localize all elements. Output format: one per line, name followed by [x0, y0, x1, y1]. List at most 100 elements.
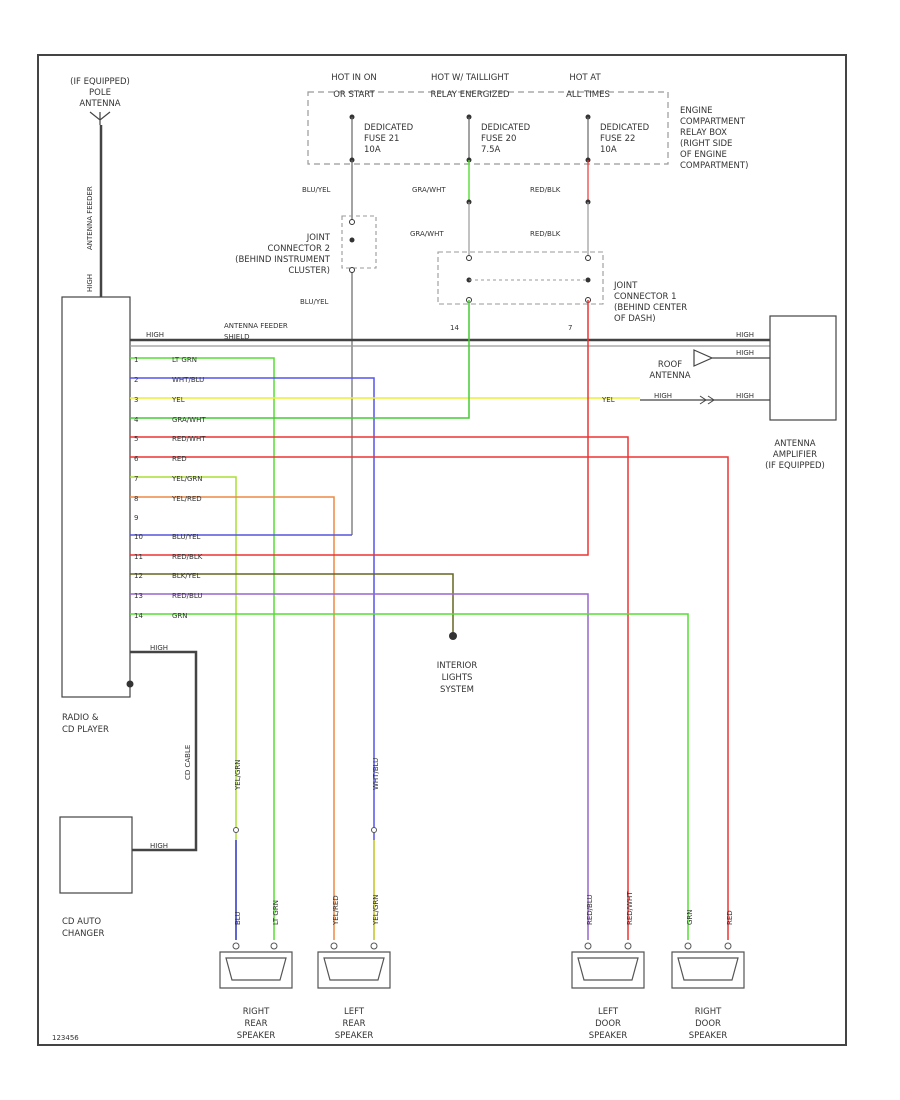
joint-connector-2: JOINT CONNECTOR 2 (BEHIND INSTRUMENT CLU…	[235, 215, 377, 276]
radio-ground-dot	[126, 680, 134, 688]
pin-3-wire: YEL	[171, 396, 185, 404]
joint1-dashed-box	[437, 251, 604, 305]
pin-7-wire: YEL/GRN	[171, 475, 202, 483]
ld-speaker-label-1: LEFT	[598, 1007, 619, 1017]
antenna-feeder-vert-label: ANTENNA FEEDER	[86, 186, 94, 250]
rr-speaker-label-1: RIGHT	[243, 1007, 270, 1017]
wire-row-6	[130, 456, 729, 940]
pin-11-wire: RED/BLK	[172, 553, 203, 561]
joint2-label-4: CLUSTER)	[288, 266, 330, 276]
lr-wire-label-a: WHT/BLU	[372, 758, 380, 790]
pin-6: 6	[134, 455, 139, 463]
fuse3-label-2: FUSE 22	[600, 134, 635, 144]
radio-pin-labels: 1 LT GRN 2 WHT/BLU 3 YEL 4 GRA/WHT 5 RED…	[134, 356, 615, 620]
wire-row-8	[130, 496, 335, 940]
lr-speaker-label-1: LEFT	[344, 1007, 365, 1017]
lr-speaker-icon	[317, 951, 391, 989]
changer-high-label: HIGH	[150, 842, 168, 850]
antenna-shield-label: SHIELD	[224, 333, 249, 341]
pole-antenna-label-2: POLE	[89, 88, 111, 98]
interior-lights-dot	[449, 632, 457, 640]
pin-7: 7	[134, 475, 138, 483]
pin-14-wire: GRN	[172, 612, 188, 620]
pin-12: 12	[134, 572, 143, 580]
engine-relay-label-6: COMPARTMENT)	[680, 161, 748, 171]
diagram-frame	[37, 54, 847, 1046]
engine-relay-label-2: COMPARTMENT	[680, 117, 746, 127]
rd-wire-label-b: RED	[726, 910, 734, 925]
amp-box	[769, 315, 837, 421]
wire-gra-wht-label-1: GRA/WHT	[412, 186, 446, 194]
pin-6-wire: RED	[172, 455, 187, 463]
pin-3: 3	[134, 396, 138, 404]
pin-13: 13	[134, 592, 143, 600]
hot-at-1: HOT AT	[569, 73, 601, 83]
fuse1-label-2: FUSE 21	[364, 134, 399, 144]
amp-label-3: (IF EQUIPPED)	[765, 461, 825, 471]
wire-row-2	[130, 377, 375, 940]
fuse1-label-1: DEDICATED	[364, 123, 414, 133]
radio-box	[61, 296, 131, 698]
cd-cable-label: CD CABLE	[184, 745, 192, 780]
lr-connector-dot	[371, 827, 377, 833]
joint2-label-2: CONNECTOR 2	[267, 244, 330, 254]
joint1-label-4: OF DASH)	[614, 314, 656, 324]
hot-in-on-1: HOT IN ON	[331, 73, 377, 83]
pole-antenna: (IF EQUIPPED) POLE ANTENNA ANTENNA FEEDE…	[70, 77, 130, 297]
speaker-wire-labels: YEL/GRN BLU LT GRN WHT/BLU YEL/RED YEL/G…	[234, 758, 734, 926]
radio-cd-high-label: HIGH	[150, 644, 168, 652]
ld-wire-label-a: RED/BLU	[586, 894, 594, 925]
footer-code: 123456	[52, 1034, 79, 1042]
rd-speaker-label-3: SPEAKER	[689, 1031, 728, 1041]
roof-high-label: HIGH	[736, 349, 754, 357]
roof-antenna-label-2: ANTENNA	[649, 371, 690, 381]
fuse3-label-1: DEDICATED	[600, 123, 650, 133]
joint-connector-1: JOINT CONNECTOR 1 (BEHIND CENTER OF DASH…	[437, 251, 687, 332]
roof-antenna-label-1: ROOF	[658, 360, 682, 370]
pin-5-wire: RED/WHT	[172, 435, 206, 443]
hot-tail-2: RELAY ENERGIZED	[430, 90, 510, 100]
pin-13-wire: RED/BLU	[172, 592, 203, 600]
antenna-high-label: HIGH	[86, 274, 94, 292]
wire-row-5	[130, 436, 629, 940]
antenna-feeder-h-label: ANTENNA FEEDER	[224, 322, 288, 330]
antenna-feeder-horizontal: HIGH ANTENNA FEEDER SHIELD HIGH	[130, 322, 770, 347]
wire-row-4	[130, 300, 470, 419]
amp-yel-label: YEL	[601, 396, 615, 404]
fuse3-label-3: 10A	[600, 145, 617, 155]
engine-relay-box: HOT IN ON OR START HOT W/ TAILLIGHT RELA…	[307, 73, 748, 171]
pin-14: 14	[134, 612, 143, 620]
rr-terminal-2	[270, 942, 278, 950]
pin-9: 9	[134, 514, 138, 522]
fuse2-label-2: FUSE 20	[481, 134, 516, 144]
hot-at-2: ALL TIMES	[566, 90, 610, 100]
rd-terminal-2	[724, 942, 732, 950]
pin-2-wire: WHT/BLU	[172, 376, 204, 384]
engine-relay-label-1: ENGINE	[680, 106, 713, 116]
pole-antenna-label-3: ANTENNA	[79, 99, 120, 109]
rd-speaker-label-1: RIGHT	[695, 1007, 722, 1017]
interior-lights-system: INTERIOR LIGHTS SYSTEM	[437, 661, 478, 695]
joint1-pin-14-label: 14	[450, 324, 459, 332]
rd-terminal-1	[684, 942, 692, 950]
radio-label-2: CD PLAYER	[62, 725, 109, 735]
joint2-dashed-box	[341, 215, 377, 269]
amp-label-2: AMPLIFIER	[773, 450, 817, 460]
ld-speaker-label-2: DOOR	[595, 1019, 621, 1029]
pin-4: 4	[134, 416, 139, 424]
roof-antenna-icon	[693, 349, 770, 367]
pin-1-wire: LT GRN	[172, 356, 197, 364]
wire-blu-yel-label-upper: BLU/YEL	[302, 186, 331, 194]
joint2-pin-bot	[349, 267, 355, 273]
antenna-feeder-high-label: HIGH	[146, 331, 164, 339]
wire-row-7	[130, 476, 237, 940]
radio-output-wires	[130, 300, 729, 940]
joint2-label-1: JOINT	[306, 233, 331, 243]
engine-relay-label-3: RELAY BOX	[680, 128, 727, 138]
rd-wire-label-a: GRN	[686, 909, 694, 925]
right-rear-speaker: RIGHT REAR SPEAKER	[219, 942, 293, 1041]
pin-11: 11	[134, 553, 143, 561]
radio-cd-player: RADIO & CD PLAYER	[61, 296, 134, 735]
hot-in-on-2: OR START	[333, 90, 375, 100]
